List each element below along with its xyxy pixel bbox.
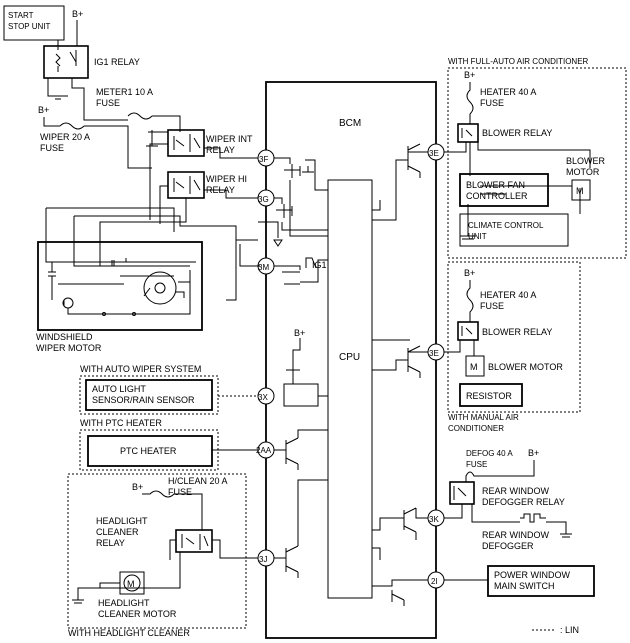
bcm-label: BCM (339, 118, 361, 129)
full-auto-fuse-label: HEATER 40 A FUSE (480, 87, 538, 108)
svg-text:3E: 3E (429, 149, 439, 158)
headlight-group-box (67, 473, 247, 629)
b-plus-wiper: B+ (38, 105, 49, 115)
wiper-hi-relay-symbol (99, 171, 258, 266)
auto-wiper-group-box (79, 375, 219, 415)
cpu-box (327, 179, 373, 599)
wiper-int-relay-symbol (146, 129, 258, 220)
full-auto-blower-motor-symbol (571, 179, 591, 201)
bcm-terminals-left: 3F 3G 3M 3X 2AA 3J (256, 149, 275, 567)
full-auto-blower-motor-m: M (576, 186, 584, 196)
manual-group-label: WITH MANUAL AIR CONDITIONER (448, 413, 521, 433)
svg-text:3K: 3K (429, 515, 439, 524)
headlight-wiring (72, 490, 258, 604)
b-plus-top: B+ (72, 9, 83, 19)
ig1-relay-symbol (43, 20, 128, 121)
start-stop-unit-label: START STOP UNIT (8, 11, 50, 31)
manual-blower-motor-label: BLOWER MOTOR (488, 362, 563, 372)
windshield-wiper-motor-box (37, 241, 203, 331)
full-auto-wiring (444, 82, 591, 240)
svg-text:3F: 3F (259, 155, 268, 164)
headlight-fuse-label: H/CLEAN 20 A FUSE (168, 476, 230, 497)
manual-group-box (447, 261, 581, 413)
power-window-switch-box (487, 565, 595, 597)
full-auto-group-label: WITH FULL-AUTO AIR CONDITIONER (448, 57, 589, 66)
windshield-wiper-motor-internal (45, 208, 196, 316)
climate-control-unit-box (459, 213, 569, 247)
b-plus-manual: B+ (464, 268, 475, 278)
svg-text:3X: 3X (258, 393, 268, 402)
climate-control-unit-label: CLIMATE CONTROL UNIT (468, 221, 545, 241)
svg-text:3J: 3J (259, 555, 267, 564)
auto-light-sensor-label: AUTO LIGHT SENSOR/RAIN SENSOR (92, 384, 195, 405)
b-plus-bcm: B+ (294, 328, 305, 338)
b-plus-full-auto: B+ (464, 70, 475, 80)
headlight-motor-m: M (127, 579, 135, 589)
ptc-heater-label: PTC HEATER (120, 446, 177, 456)
svg-text:3M: 3M (258, 263, 269, 272)
windshield-wiper-motor-label: WINDSHIELD WIPER MOTOR (36, 332, 102, 353)
ig1-relay-label: IG1 RELAY (94, 57, 140, 67)
svg-text:2AA: 2AA (256, 446, 272, 455)
start-stop-unit-box (3, 5, 65, 41)
wiper-fuse (43, 117, 152, 169)
ptc-heater-box (87, 435, 213, 467)
bcm-internal-wiring (274, 143, 428, 606)
ptc-group-label: WITH PTC HEATER (80, 418, 162, 428)
meter1-fuse-label: METER1 10 A FUSE (96, 87, 155, 108)
wiper-motor-wiring (46, 207, 283, 301)
defog-element-label: REAR WINDOW DEFOGGER (482, 530, 552, 551)
manual-blower-motor-m: M (470, 362, 478, 372)
wiper-fuse-label: WIPER 20 A FUSE (40, 132, 92, 153)
blower-fan-controller-box (459, 173, 549, 207)
manual-blower-motor-symbol (465, 355, 485, 377)
full-auto-blower-motor-label: BLOWER MOTOR (566, 156, 608, 177)
manual-relay-label: BLOWER RELAY (482, 327, 552, 337)
power-window-switch-label: POWER WINDOW MAIN SWITCH (494, 570, 573, 591)
auto-light-sensor-box (85, 379, 213, 411)
headlight-motor-label: HEADLIGHT CLEANER MOTOR (98, 598, 177, 619)
wiper-hi-relay-label: WIPER HI RELAY (206, 174, 250, 195)
auto-wiper-group-label: WITH AUTO WIPER SYSTEM (80, 364, 201, 374)
manual-wiring (444, 280, 479, 356)
full-auto-group-box (447, 67, 627, 259)
headlight-motor-symbol (123, 574, 141, 592)
b-plus-defog: B+ (528, 448, 539, 458)
svg-text:3E: 3E (429, 349, 439, 358)
full-auto-relay-label: BLOWER RELAY (482, 128, 552, 138)
svg-text:3G: 3G (258, 195, 269, 204)
blower-fan-controller-label: BLOWER FAN CONTROLLER (466, 180, 528, 201)
manual-fuse-label: HEATER 40 A FUSE (480, 290, 538, 311)
wiper-int-relay-label: WIPER INT RELAY (206, 134, 255, 155)
b-plus-headlight: B+ (132, 482, 143, 492)
ig1-label: IG1 (312, 260, 327, 270)
resistor-label: RESISTOR (466, 391, 512, 401)
svg-text:2I: 2I (431, 577, 438, 586)
resistor-box (459, 383, 523, 407)
cpu-label: CPU (339, 352, 360, 363)
defog-relay-label: REAR WINDOW DEFOGGER RELAY (482, 486, 565, 507)
headlight-group-label: WITH HEADLIGHT CLEANER (68, 628, 190, 638)
defog-wiring (444, 460, 572, 538)
meter1-fuse (127, 112, 181, 132)
legend-lin-label: : LIN (560, 625, 579, 635)
defog-fuse-label: DEFOG 40 A FUSE (466, 449, 514, 469)
